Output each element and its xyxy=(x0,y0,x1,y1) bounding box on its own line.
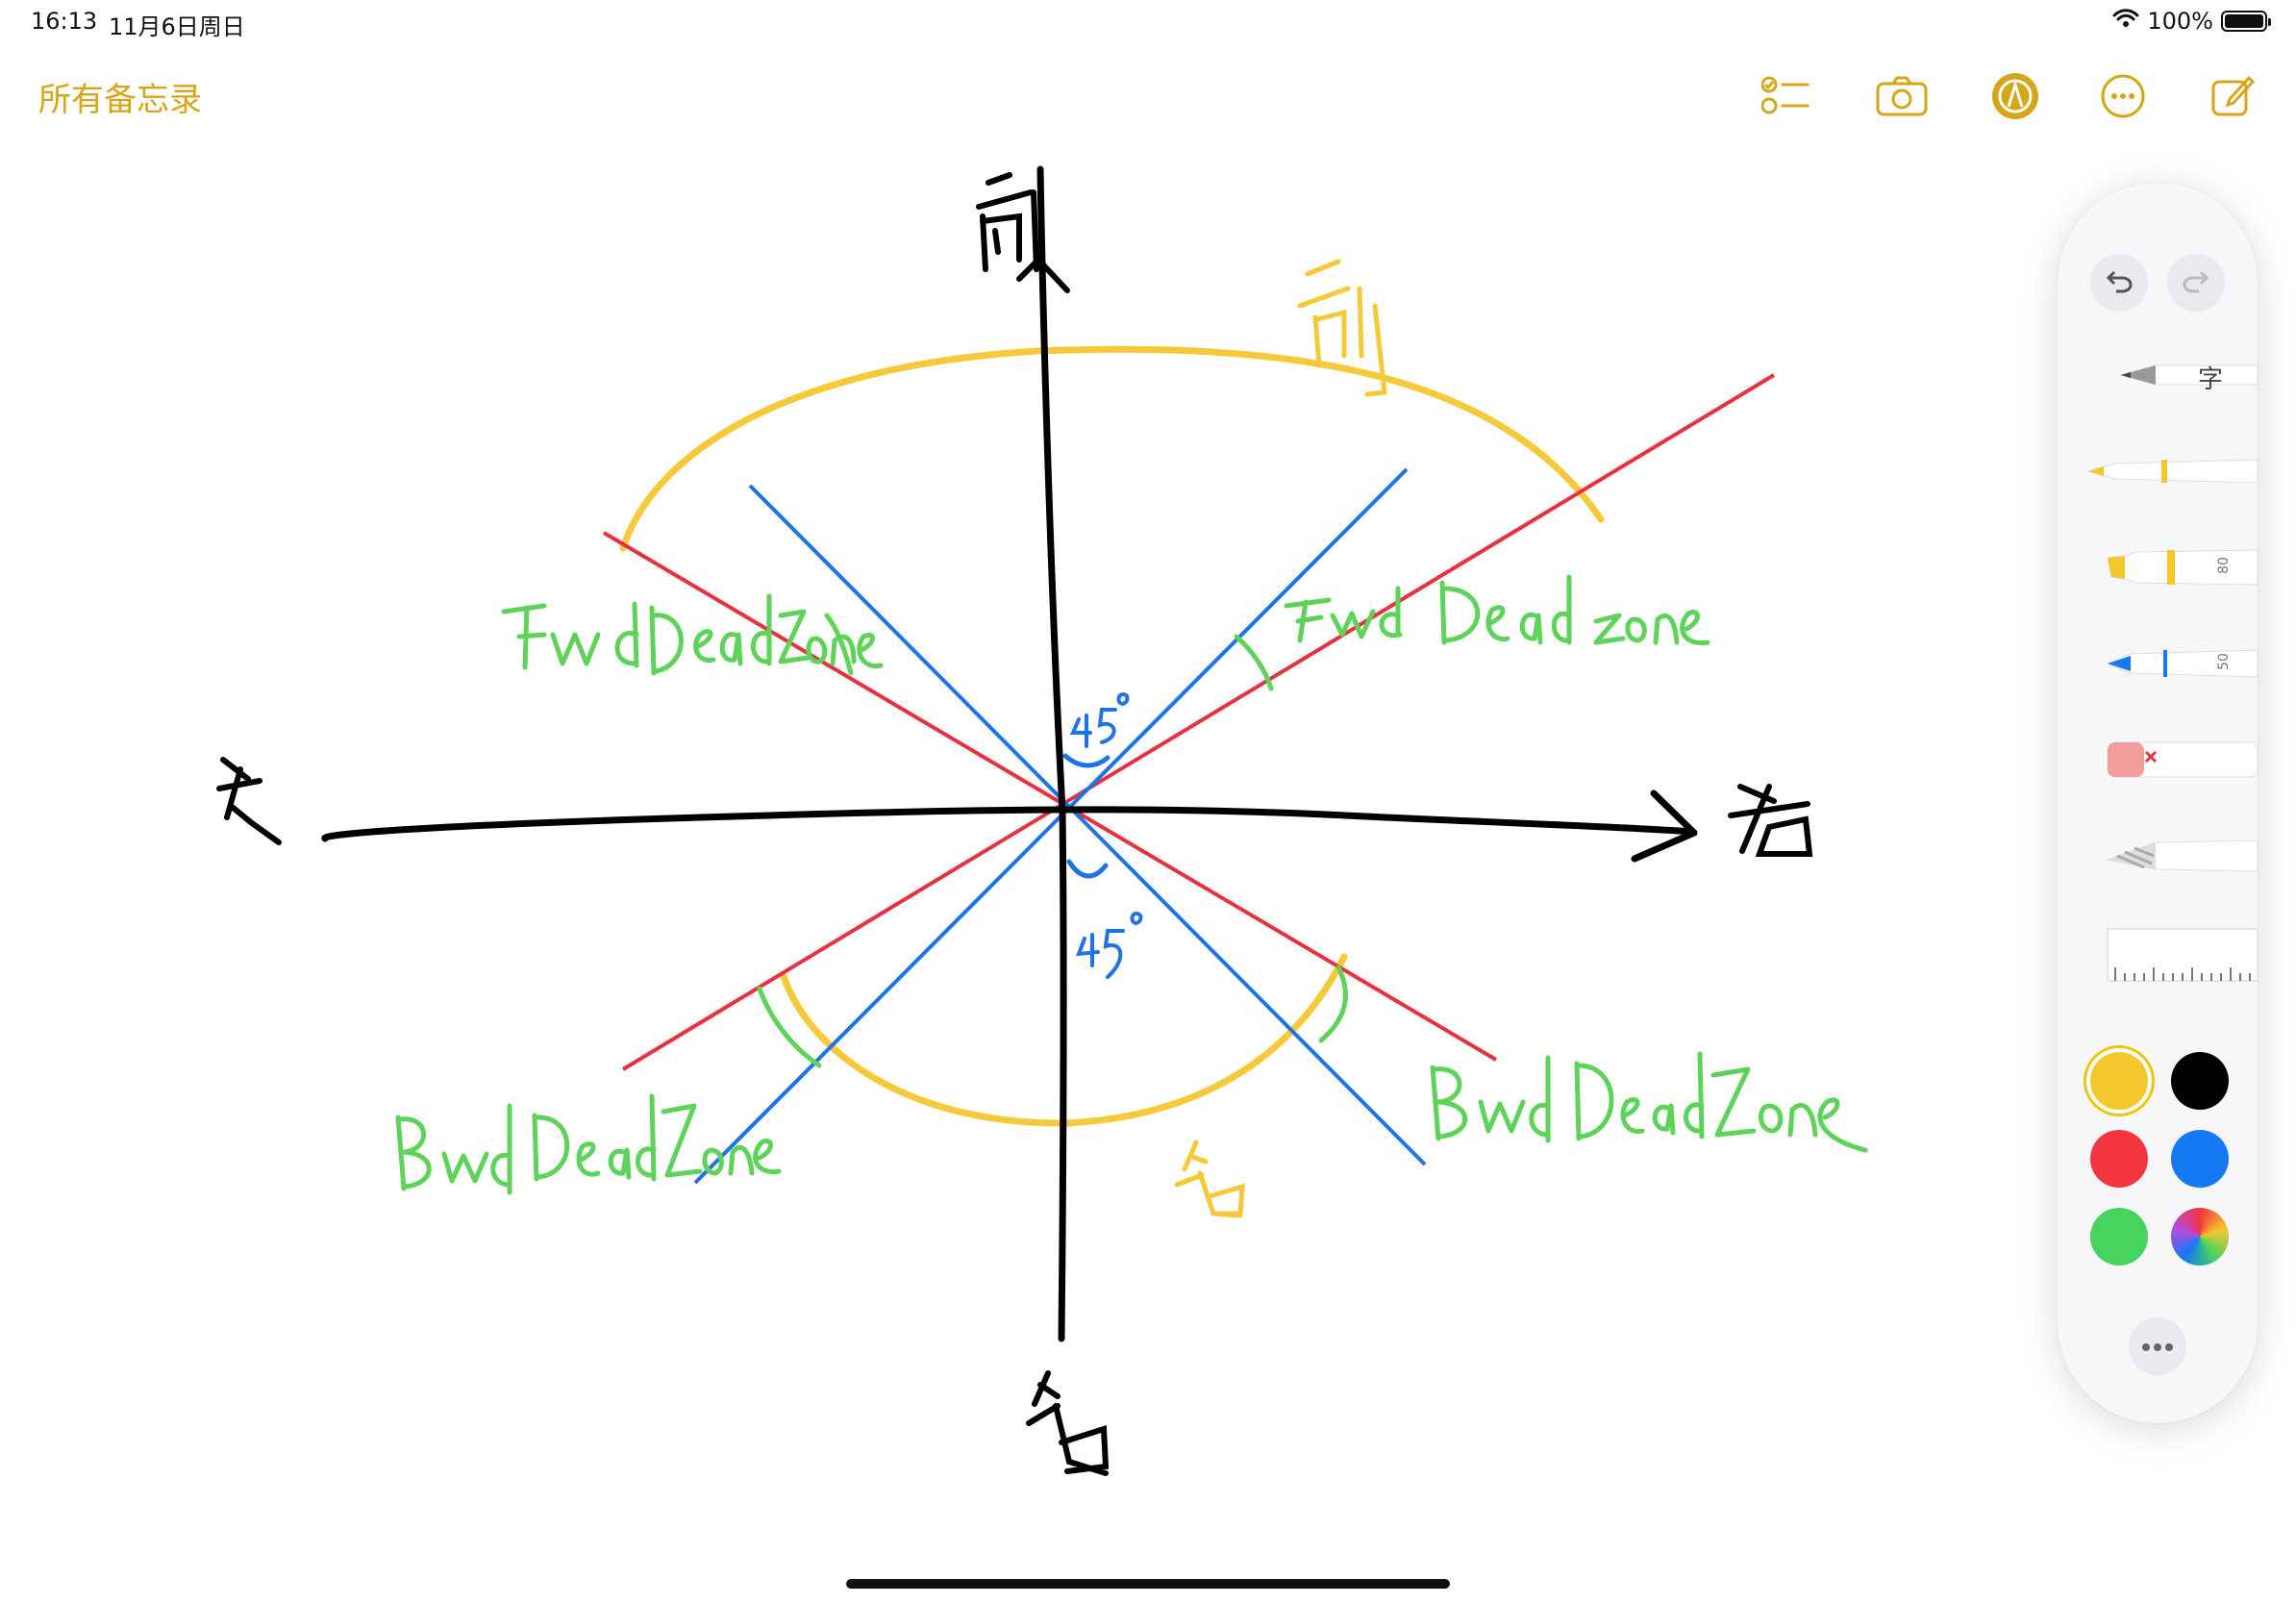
red-line-descending xyxy=(602,531,1498,1062)
redo-button[interactable] xyxy=(2167,254,2225,312)
redo-icon xyxy=(2182,266,2210,299)
status-time: 16:13 xyxy=(31,8,98,35)
label-front-yellow xyxy=(1297,259,1387,397)
checklist-icon[interactable] xyxy=(1759,69,1813,123)
front-arc xyxy=(619,345,1605,552)
label-45-degrees-bottom xyxy=(1075,912,1143,979)
tool-palette: 字 80 50 xyxy=(2058,183,2259,1423)
label-bwd-dead-zone-right xyxy=(1430,1051,1868,1153)
compose-icon[interactable] xyxy=(2206,69,2259,123)
status-right: 100% xyxy=(2112,8,2271,35)
label-fwd-dead-zone-left xyxy=(501,593,884,676)
color-swatch-red[interactable] xyxy=(2090,1130,2148,1188)
ellipsis-icon xyxy=(2141,1338,2174,1356)
label-fwd-dead-zone-right xyxy=(1284,574,1710,646)
marker-width: 80 xyxy=(2215,557,2232,574)
green-arc-left-front xyxy=(824,613,854,676)
battery-percent: 100% xyxy=(2147,8,2213,35)
label-back-yellow xyxy=(1174,1140,1245,1218)
horizontal-axis xyxy=(321,806,1696,842)
color-swatch-blue[interactable] xyxy=(2171,1130,2229,1188)
arrow-head-right xyxy=(1631,789,1698,863)
back-to-all-notes[interactable]: 所有备忘录 xyxy=(38,81,202,119)
blue-line-descending xyxy=(748,484,1427,1166)
label-bwd-dead-zone-left xyxy=(395,1093,782,1195)
vertical-axis xyxy=(1036,165,1067,1342)
blue-angle-arc-top xyxy=(1062,753,1111,768)
undo-button[interactable] xyxy=(2090,254,2148,312)
label-45-degrees-top xyxy=(1069,692,1130,748)
green-arc-right-back xyxy=(1318,965,1348,1043)
pencil-label: 字 xyxy=(2198,365,2224,394)
label-front xyxy=(976,172,1039,272)
markup-icon[interactable] xyxy=(1988,69,2042,123)
more-icon[interactable] xyxy=(2096,69,2150,123)
pencil-tool[interactable]: 字 xyxy=(2086,337,2259,414)
color-swatch-yellow[interactable] xyxy=(2090,1052,2148,1110)
lasso-tool[interactable] xyxy=(2086,817,2259,894)
green-arc-left-back xyxy=(757,986,822,1068)
blue-angle-arc-bottom xyxy=(1066,859,1109,879)
home-indicator[interactable] xyxy=(846,1579,1450,1589)
battery-icon xyxy=(2221,11,2271,32)
color-swatch-green[interactable] xyxy=(2090,1208,2148,1266)
color-swatch-black[interactable] xyxy=(2171,1052,2229,1110)
pen-tool[interactable] xyxy=(2086,433,2259,510)
label-right xyxy=(1728,784,1813,857)
ruler-tool[interactable] xyxy=(2086,914,2259,990)
color-picker-wheel[interactable] xyxy=(2171,1208,2229,1266)
fineliner-tool[interactable]: 50 xyxy=(2086,625,2259,702)
label-back xyxy=(1026,1370,1110,1476)
red-line-ascending xyxy=(621,373,1776,1071)
eraser-tool[interactable] xyxy=(2086,721,2259,798)
palette-more-button[interactable] xyxy=(2129,1317,2186,1375)
undo-icon xyxy=(2105,266,2134,299)
back-arc xyxy=(780,953,1348,1127)
green-arc-right-front xyxy=(1234,634,1274,691)
fineliner-width: 50 xyxy=(2215,653,2232,670)
status-date: 11月6日周日 xyxy=(109,13,245,40)
label-left xyxy=(216,757,282,845)
marker-tool[interactable]: 80 xyxy=(2086,529,2259,606)
wifi-icon xyxy=(2112,8,2139,35)
camera-icon[interactable] xyxy=(1875,69,1929,123)
